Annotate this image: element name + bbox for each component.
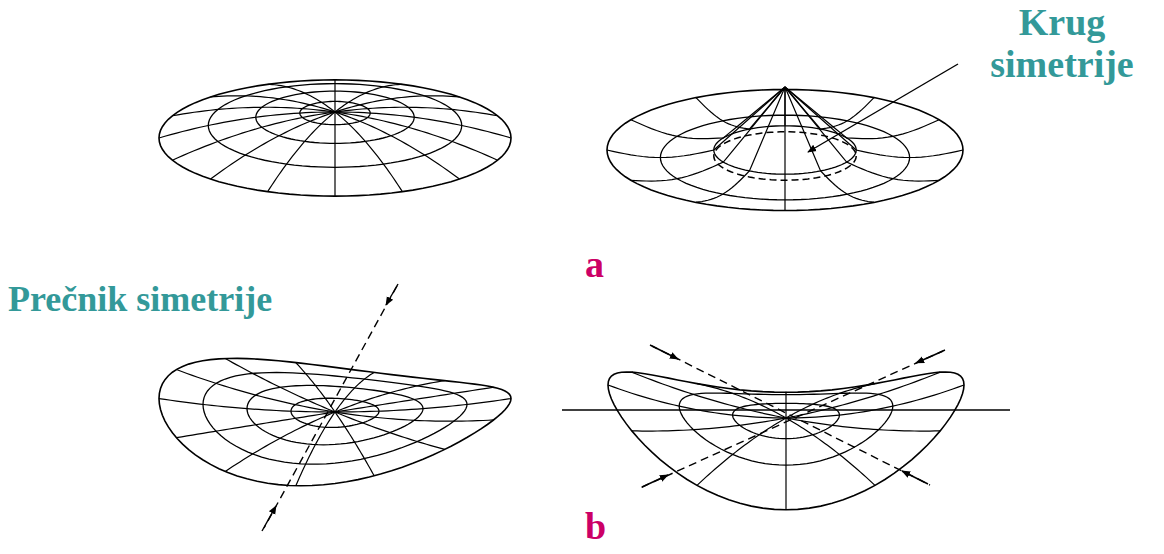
- surface-meridian: [786, 418, 940, 431]
- surface-meridian: [786, 385, 964, 418]
- surface-meridian: [211, 112, 335, 179]
- surface-meridian: [632, 418, 786, 431]
- surface-meridian: [296, 412, 335, 486]
- surface-meridian: [172, 107, 335, 116]
- surface-meridian: [785, 392, 786, 418]
- surface-meridian: [335, 387, 494, 412]
- surface-meridian: [786, 418, 875, 485]
- surface-meridian: [159, 112, 335, 138]
- diameter-arrow: [262, 506, 276, 531]
- surface-ring: [203, 372, 467, 464]
- surface-meridian: [334, 80, 335, 112]
- diameter-symmetric-surface: [159, 358, 511, 485]
- surface-meridian: [268, 112, 335, 192]
- surface-rim: [608, 372, 964, 510]
- surface-meridian: [785, 87, 939, 181]
- surface-meridian: [607, 87, 785, 158]
- surface-meridian: [335, 372, 374, 412]
- surface-meridian: [335, 412, 445, 449]
- surface-meridian: [296, 363, 335, 412]
- surface-meridian: [608, 385, 786, 418]
- surface-meridian: [335, 107, 498, 116]
- surface-meridian: [786, 384, 875, 418]
- surface-meridian: [631, 87, 785, 139]
- surface-meridian: [631, 87, 785, 181]
- surface-meridian: [335, 412, 494, 421]
- surface-meridian: [335, 112, 459, 179]
- surface-meridian: [785, 87, 963, 158]
- surface-meridian: [172, 112, 335, 160]
- diameter-arrow: [652, 346, 678, 359]
- figure-letter: a: [585, 244, 604, 286]
- surface-meridian: [176, 370, 335, 412]
- surface-meridian: [784, 87, 785, 126]
- surface-meridian: [785, 87, 939, 139]
- diameter-arrow: [902, 471, 928, 484]
- surface-meridian: [696, 87, 785, 129]
- surface-meridian: [632, 372, 786, 418]
- surface-rim: [159, 80, 511, 196]
- horizontal-line: [562, 409, 1010, 410]
- surface-meridian: [335, 381, 445, 412]
- dome-surface: [159, 80, 511, 196]
- diameter-arrow: [386, 284, 398, 305]
- callout-label: Prečnik simetrije: [8, 280, 272, 320]
- surface-meridian: [211, 96, 335, 112]
- symmetry-diameter: [264, 286, 397, 528]
- surface-meridian: [785, 418, 786, 510]
- surface-meridian: [696, 87, 785, 202]
- diameter-arrow: [916, 351, 943, 363]
- symmetry-diameter: [640, 350, 945, 488]
- surface-meridian: [335, 399, 511, 412]
- leader-line: [808, 64, 958, 152]
- diameter-arrow: [642, 475, 668, 487]
- surface-meridian: [784, 87, 785, 211]
- figure-letter: b: [585, 506, 606, 548]
- surface-meridian: [334, 112, 335, 196]
- surface-meridian: [335, 112, 498, 160]
- surface-meridian: [335, 412, 374, 476]
- surface-meridian: [335, 112, 402, 192]
- surface-meridian: [785, 87, 874, 129]
- surface-meridian: [697, 384, 786, 418]
- surface-meridian: [268, 84, 335, 112]
- surface-meridian: [176, 412, 335, 438]
- symmetry-circle: [714, 132, 856, 180]
- saddle-surface: [608, 372, 964, 510]
- surface-ring: [247, 385, 423, 444]
- surface-meridian: [225, 359, 335, 412]
- cone-surface: [607, 87, 963, 211]
- surface-meridian: [785, 87, 874, 202]
- surface-rim: [159, 358, 511, 485]
- callout-label: Krug simetrije: [964, 2, 1160, 86]
